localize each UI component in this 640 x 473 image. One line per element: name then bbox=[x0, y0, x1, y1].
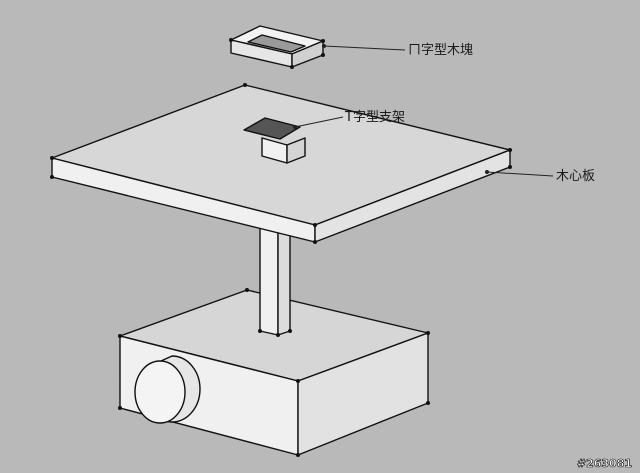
label-t-bracket: T字型支架 bbox=[344, 110, 405, 125]
wood-board bbox=[51, 84, 511, 243]
callout-t-bracket: T字型支架 bbox=[293, 110, 405, 129]
t-bracket bbox=[243, 117, 306, 164]
callout-board: 木心板 bbox=[485, 169, 595, 184]
leader-line-u-block bbox=[323, 45, 406, 51]
t-bracket-plate bbox=[243, 117, 301, 140]
leader-line-board bbox=[486, 171, 554, 177]
u-block-slot bbox=[247, 34, 306, 53]
base-box bbox=[119, 289, 429, 456]
post-side bbox=[277, 227, 291, 336]
callout-u-block: ㄇ字型木塊 bbox=[322, 42, 473, 58]
lens-face bbox=[134, 360, 186, 424]
lens bbox=[134, 355, 201, 424]
t-bracket-stem-side bbox=[286, 137, 306, 164]
support-post bbox=[259, 227, 291, 336]
post-front bbox=[259, 227, 279, 336]
vertex-markers bbox=[50, 38, 512, 457]
label-u-block: ㄇ字型木塊 bbox=[408, 42, 473, 58]
u-block bbox=[230, 25, 324, 68]
leader-line-t-bracket bbox=[294, 116, 344, 128]
watermark-id: #263081 bbox=[577, 457, 632, 470]
label-board: 木心板 bbox=[556, 169, 595, 184]
